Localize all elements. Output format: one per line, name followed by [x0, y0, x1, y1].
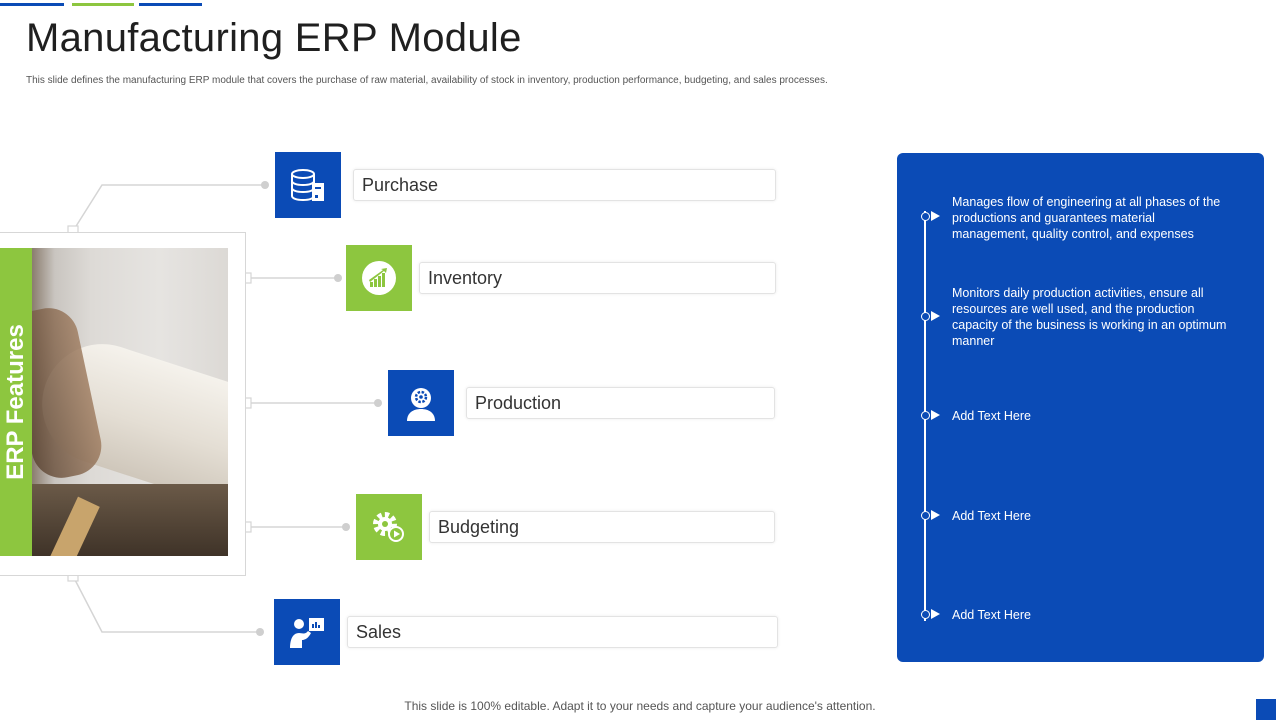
growth-chart-icon [346, 245, 412, 311]
feature-purchase: Purchase [353, 169, 776, 201]
feature-production: Production [466, 387, 775, 419]
panel-item: Add Text Here [952, 608, 1031, 622]
top-accent-bar [139, 3, 202, 6]
head-gear-icon [388, 370, 454, 436]
page-title: Manufacturing ERP Module [26, 16, 522, 60]
panel-item: Add Text Here [952, 509, 1031, 523]
timeline-marker-icon [921, 311, 940, 321]
timeline-marker-icon [921, 211, 940, 221]
top-accent-bar [0, 3, 64, 6]
panel-item: Manages flow of engineering at all phase… [952, 195, 1221, 241]
footer-note: This slide is 100% editable. Adapt it to… [404, 699, 876, 713]
timeline-marker-icon [921, 609, 940, 619]
details-panel: Manages flow of engineering at all phase… [897, 153, 1264, 662]
erp-features-label: ERP Features [0, 248, 32, 556]
top-accent-bar [72, 3, 134, 6]
database-icon [275, 152, 341, 218]
gear-play-icon [356, 494, 422, 560]
workshop-photo [0, 248, 228, 556]
presenter-icon [274, 599, 340, 665]
corner-accent [1256, 699, 1276, 720]
feature-inventory: Inventory [419, 262, 776, 294]
connector-lines [67, 181, 382, 636]
timeline-marker-icon [921, 510, 940, 520]
panel-item: Monitors daily production activities, en… [952, 286, 1227, 348]
timeline-marker-icon [921, 410, 940, 420]
feature-budgeting: Budgeting [429, 511, 775, 543]
feature-sales: Sales [347, 616, 778, 648]
panel-item: Add Text Here [952, 409, 1031, 423]
page-subtitle: This slide defines the manufacturing ERP… [26, 75, 828, 86]
